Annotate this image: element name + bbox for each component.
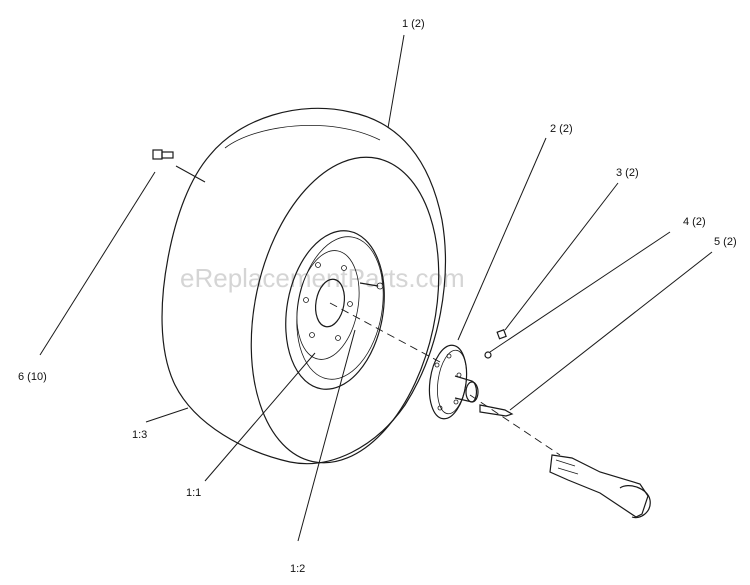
leader-tire-sub — [145, 407, 189, 423]
leader-washer — [489, 231, 671, 353]
key-body — [479, 404, 514, 417]
callout-nut: 3 (2) — [616, 167, 639, 179]
key-part — [479, 404, 514, 417]
bolt-shank — [161, 151, 174, 159]
leader-tire — [387, 34, 405, 129]
hub-bolt-hole — [453, 399, 459, 405]
assembly-centerline — [329, 302, 441, 363]
nut-body — [496, 329, 507, 340]
leader-bolt — [39, 171, 156, 356]
lug-hole — [315, 262, 321, 268]
axle-centerline — [469, 394, 561, 456]
tire-sidewall — [250, 156, 440, 464]
leader-bolt-tire — [175, 165, 206, 183]
hub-flange-rim — [437, 349, 467, 415]
tire-assembly — [161, 107, 446, 465]
leader-valve-stem — [297, 329, 356, 542]
hub-part — [428, 344, 479, 420]
callout-tire-sub: 1:3 — [132, 429, 147, 441]
hub-bolt-hole — [437, 405, 443, 411]
lug-hole — [335, 335, 341, 341]
callout-valve-stem: 1:2 — [290, 563, 305, 575]
bolt-head — [152, 149, 163, 160]
bolt-part — [152, 149, 174, 160]
axle-shaft — [549, 454, 649, 518]
rim-inner — [296, 250, 360, 360]
callout-bolt: 6 (10) — [18, 371, 47, 383]
hub-barrel-end — [465, 381, 479, 403]
callout-hub: 2 (2) — [550, 123, 573, 135]
lug-hole — [347, 301, 353, 307]
nut-part — [496, 329, 507, 340]
rim-lip — [296, 236, 384, 380]
callout-washer: 4 (2) — [683, 216, 706, 228]
watermark: eReplacementParts.com — [180, 263, 465, 293]
callout-tire: 1 (2) — [402, 18, 425, 30]
callout-rim-center: 1:1 — [186, 487, 201, 499]
lug-hole — [309, 332, 315, 338]
tire-tread-edge — [224, 125, 381, 149]
lug-hole — [303, 297, 309, 303]
leader-hub — [457, 137, 547, 341]
lug-hole — [341, 265, 347, 271]
washer-part — [484, 351, 492, 359]
valve-stem-cap — [376, 282, 384, 290]
rim-center-bore — [314, 278, 346, 328]
hub-bolt-hole — [446, 353, 452, 359]
valve-stem — [359, 282, 379, 287]
hub-bolt-hole — [434, 362, 440, 368]
tire-outer-outline — [161, 107, 446, 465]
axle-part — [549, 454, 651, 519]
rim-outer — [285, 230, 385, 390]
axle-splines — [555, 459, 579, 475]
callout-key: 5 (2) — [714, 236, 737, 248]
leader-key — [509, 251, 713, 411]
leader-rim-center — [204, 352, 316, 482]
axle-cap — [619, 485, 651, 519]
leader-nut — [504, 182, 619, 331]
